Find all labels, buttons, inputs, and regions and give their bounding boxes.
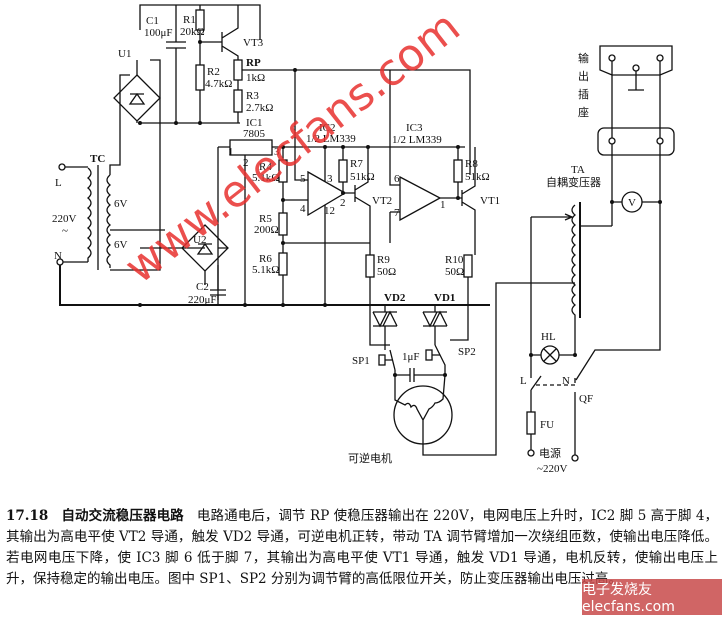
svg-text:220V: 220V: [52, 213, 77, 225]
svg-text:1: 1: [228, 146, 234, 158]
svg-text:可逆电机: 可逆电机: [348, 451, 392, 465]
svg-text:7805: 7805: [243, 128, 266, 140]
svg-text:输: 输: [578, 51, 589, 65]
svg-text:100μF: 100μF: [144, 27, 173, 39]
svg-text:FU: FU: [540, 419, 554, 431]
figure-caption: 17.18 自动交流稳压器电路 电路通电后，调节 RP 使稳压器输出在 220V…: [6, 506, 718, 590]
svg-text:V: V: [628, 197, 636, 209]
caption-body: 电路通电后，调节 RP 使稳压器输出在 220V，电网电压上升时，IC2 脚 5…: [6, 508, 719, 587]
svg-text:50Ω: 50Ω: [377, 266, 396, 278]
svg-text:RP: RP: [246, 57, 261, 69]
svg-text:VT1: VT1: [480, 195, 500, 207]
svg-text:2.7kΩ: 2.7kΩ: [246, 102, 273, 114]
svg-text:R9: R9: [377, 254, 390, 266]
svg-text:N: N: [562, 375, 570, 387]
svg-text:1kΩ: 1kΩ: [246, 72, 265, 84]
svg-text:1: 1: [440, 199, 446, 211]
autotransformer-ta: [531, 202, 612, 355]
caption-number: 17.18: [6, 508, 49, 524]
svg-text:R6: R6: [259, 253, 272, 265]
svg-text:L: L: [520, 375, 527, 387]
svg-text:1/2 LM339: 1/2 LM339: [306, 133, 356, 145]
svg-text:VD1: VD1: [434, 292, 455, 304]
svg-text:QF: QF: [579, 393, 593, 405]
svg-text:12: 12: [324, 205, 335, 217]
svg-text:IC1: IC1: [246, 117, 263, 129]
svg-text:R8: R8: [465, 158, 478, 170]
svg-text:TA: TA: [571, 164, 585, 176]
svg-text:5: 5: [300, 173, 306, 185]
svg-text:6V: 6V: [114, 198, 128, 210]
svg-text:4: 4: [300, 203, 306, 215]
svg-text:HL: HL: [541, 331, 556, 343]
svg-text:N: N: [54, 250, 62, 262]
svg-text:2: 2: [243, 157, 249, 169]
svg-text:6: 6: [394, 173, 400, 185]
svg-text:200Ω: 200Ω: [254, 224, 279, 236]
site-logo-stamp: 电子发烧友 elecfans.com: [582, 579, 722, 615]
svg-text:51kΩ: 51kΩ: [465, 171, 490, 183]
svg-text:VT2: VT2: [372, 195, 392, 207]
reversible-motor: [393, 282, 575, 456]
svg-text:220μF: 220μF: [188, 294, 217, 306]
svg-text:~220V: ~220V: [537, 463, 567, 475]
component-labels: L N TC 220V ~ 6V 6V U1 U2 C1 100μF R1 20…: [52, 14, 636, 475]
svg-text:自耦变压器: 自耦变压器: [546, 175, 601, 189]
bridge-rectifier-u1: [113, 60, 161, 123]
svg-text:3: 3: [274, 146, 280, 158]
svg-text:20kΩ: 20kΩ: [180, 26, 205, 38]
svg-text:出: 出: [578, 69, 589, 83]
svg-text:2: 2: [340, 197, 346, 209]
svg-text:R2: R2: [207, 66, 220, 78]
svg-text:51kΩ: 51kΩ: [350, 171, 375, 183]
svg-text:SP1: SP1: [352, 355, 370, 367]
triac-vd1: [422, 305, 448, 345]
svg-text:R1: R1: [183, 14, 196, 26]
svg-text:U1: U1: [118, 48, 131, 60]
svg-text:1/2 LM339: 1/2 LM339: [392, 134, 442, 146]
svg-text:插: 插: [578, 87, 589, 101]
svg-text:U2: U2: [193, 234, 206, 246]
svg-text:IC3: IC3: [406, 122, 423, 134]
svg-text:TC: TC: [90, 153, 105, 165]
svg-text:L: L: [55, 177, 62, 189]
svg-text:3: 3: [327, 173, 333, 185]
svg-text:座: 座: [578, 105, 589, 119]
svg-text:VT3: VT3: [243, 37, 264, 49]
svg-text:7: 7: [394, 207, 400, 219]
svg-text:R4: R4: [259, 161, 272, 173]
svg-text:SP2: SP2: [458, 346, 476, 358]
transformer-tc: [56, 59, 205, 271]
svg-text:C1: C1: [146, 15, 159, 27]
svg-text:VD2: VD2: [384, 292, 406, 304]
caption-title: 自动交流稳压器电路: [61, 508, 184, 524]
svg-text:R10: R10: [445, 254, 464, 266]
svg-text:R7: R7: [350, 158, 363, 170]
svg-text:5.1kΩ: 5.1kΩ: [252, 172, 279, 184]
svg-text:电源: 电源: [539, 446, 561, 460]
svg-text:4.7kΩ: 4.7kΩ: [205, 78, 232, 90]
svg-text:6V: 6V: [114, 239, 128, 251]
svg-text:5.1kΩ: 5.1kΩ: [252, 264, 279, 276]
svg-text:~: ~: [62, 225, 68, 237]
svg-text:IC2: IC2: [319, 122, 336, 134]
svg-text:50Ω: 50Ω: [445, 266, 464, 278]
circuit-diagram: L N TC 220V ~ 6V 6V U1 U2 C1 100μF R1 20…: [52, 1, 675, 475]
triac-vd2: [372, 305, 398, 350]
svg-text:1μF: 1μF: [402, 351, 420, 363]
svg-text:C2: C2: [196, 281, 209, 293]
svg-text:R3: R3: [246, 90, 259, 102]
svg-text:R5: R5: [259, 213, 272, 225]
